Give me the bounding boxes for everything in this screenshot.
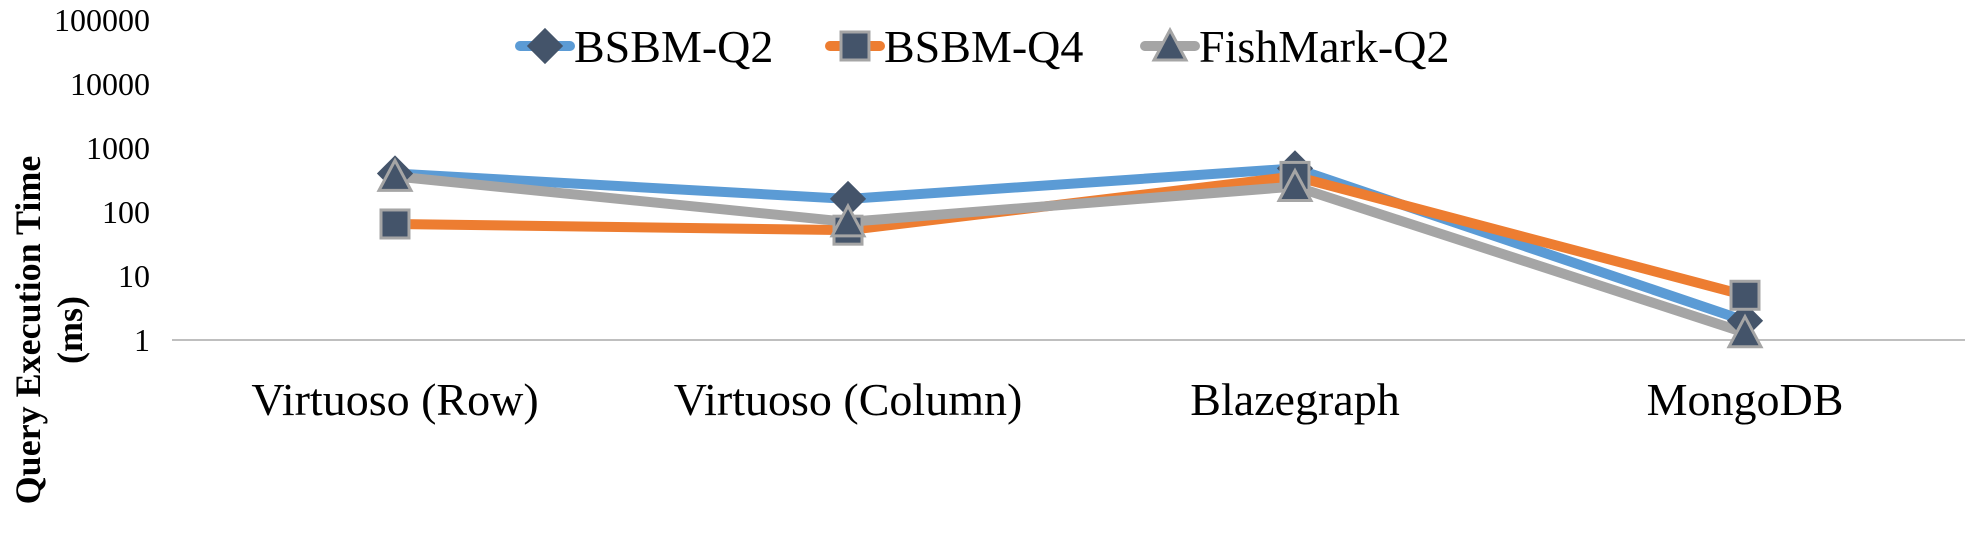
y-tick-label: 100 (102, 194, 150, 230)
y-axis-title: Query Execution Time (ms) (8, 156, 90, 505)
data-point-fishmark-q2-3 (1726, 313, 1764, 349)
legend-marker-fishmark-q2 (1151, 26, 1189, 62)
data-point-bsbm-q4-3 (1729, 279, 1761, 311)
y-axis-title-line1: Query Execution Time (8, 156, 48, 505)
data-point-fishmark-q2-2 (1276, 167, 1314, 203)
y-tick-label: 1 (134, 322, 150, 358)
y-tick-labels: 1 10 100 1000 10000 100000 (54, 2, 150, 358)
x-tick-label: Virtuoso (Column) (674, 374, 1023, 425)
legend-label: BSBM-Q2 (574, 21, 773, 72)
y-tick-label: 10000 (70, 66, 150, 102)
y-tick-label: 10 (118, 258, 150, 294)
series-lines (390, 163, 1750, 338)
legend: BSBM-Q2 BSBM-Q4 FishMark-Q2 (515, 21, 1449, 72)
series-line-bsbm-q2 (390, 163, 1750, 326)
series-markers (376, 150, 1764, 349)
legend-marker-bsbm-q2 (526, 27, 564, 65)
x-tick-label: MongoDB (1647, 374, 1844, 425)
y-tick-label: 100000 (54, 2, 150, 38)
y-axis-title-line2: (ms) (50, 296, 90, 364)
y-tick-label: 1000 (86, 130, 150, 166)
data-point-fishmark-q2-1 (829, 202, 867, 238)
data-point-bsbm-q4-0 (379, 208, 411, 240)
series-line-fishmark-q2 (390, 171, 1750, 338)
x-tick-label: Virtuoso (Row) (251, 374, 538, 425)
data-point-fishmark-q2-0 (376, 157, 414, 192)
legend-marker-bsbm-q4 (839, 30, 871, 62)
x-tick-label: Blazegraph (1190, 374, 1399, 425)
legend-label: FishMark-Q2 (1199, 21, 1449, 72)
x-tick-labels: Virtuoso (Row) Virtuoso (Column) Blazegrap… (251, 374, 1843, 425)
legend-label: BSBM-Q4 (884, 21, 1083, 72)
